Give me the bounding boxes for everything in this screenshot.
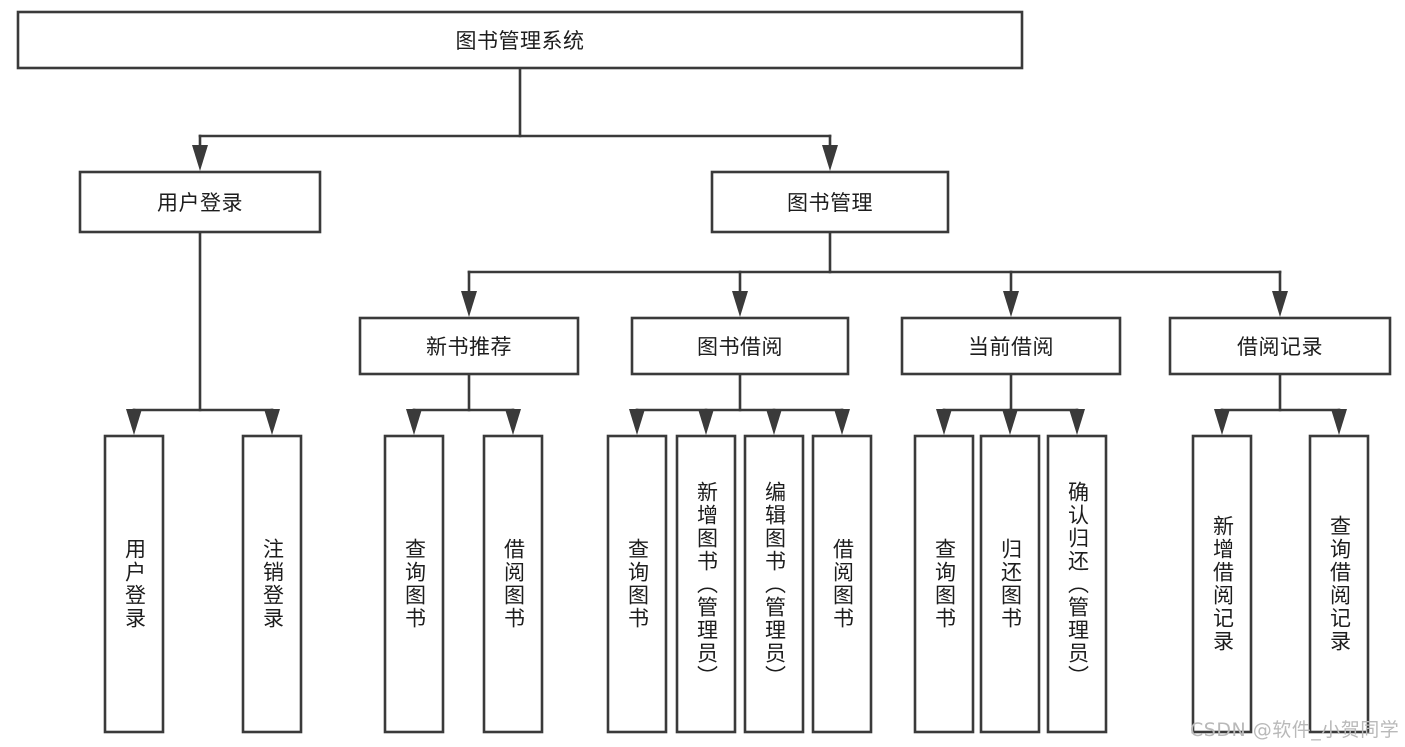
leaf-node-box-新增借阅记录-11[interactable] (1191, 434, 1253, 734)
leaf-node-box-确认归还管理员-10[interactable] (1046, 434, 1108, 734)
arrow-head-icon (1002, 409, 1018, 435)
arrow-head-icon (822, 145, 838, 171)
arrow-head-icon (126, 409, 142, 435)
arrow-head-icon (1003, 291, 1019, 317)
root-node-box[interactable] (16, 10, 1024, 70)
leaf-node-box-查询图书-8[interactable] (913, 434, 975, 734)
level1-node-box-用户登录-0[interactable] (78, 170, 322, 234)
level1-node-box-图书管理-1[interactable] (710, 170, 950, 234)
leaf-node-box-查询图书-2[interactable] (383, 434, 445, 734)
leaf-node-box-查询图书-4[interactable] (606, 434, 668, 734)
arrow-head-icon (505, 409, 521, 435)
arrow-head-icon (629, 409, 645, 435)
arrow-head-icon (936, 409, 952, 435)
leaf-node-box-查询借阅记录-12[interactable] (1308, 434, 1370, 734)
leaf-node-box-归还图书-9[interactable] (979, 434, 1041, 734)
node-box-layer (16, 10, 1392, 734)
leaf-node-box-用户登录-0[interactable] (103, 434, 165, 734)
leaf-node-box-借阅图书-7[interactable] (811, 434, 873, 734)
leaf-node-box-借阅图书-3[interactable] (482, 434, 544, 734)
arrow-head-icon (1331, 409, 1347, 435)
level2-node-box-图书借阅-1[interactable] (630, 316, 850, 376)
level2-node-box-当前借阅-2[interactable] (900, 316, 1122, 376)
arrow-head-icon (1272, 291, 1288, 317)
arrow-head-icon (834, 409, 850, 435)
leaf-node-box-新增图书管理员-5[interactable] (675, 434, 737, 734)
arrow-head-icon (1069, 409, 1085, 435)
leaf-node-box-注销登录-1[interactable] (241, 434, 303, 734)
arrow-head-icon (1214, 409, 1230, 435)
arrow-head-icon (461, 291, 477, 317)
arrow-head-icon (732, 291, 748, 317)
arrow-head-icon (406, 409, 422, 435)
arrow-head-icon (264, 409, 280, 435)
arrow-head-icon (766, 409, 782, 435)
arrow-head-icon (698, 409, 714, 435)
level2-node-box-借阅记录-3[interactable] (1168, 316, 1392, 376)
arrow-head-icon (192, 145, 208, 171)
leaf-node-box-编辑图书管理员-6[interactable] (743, 434, 805, 734)
connector-layer (126, 66, 1347, 435)
level2-node-box-新书推荐-0[interactable] (358, 316, 580, 376)
